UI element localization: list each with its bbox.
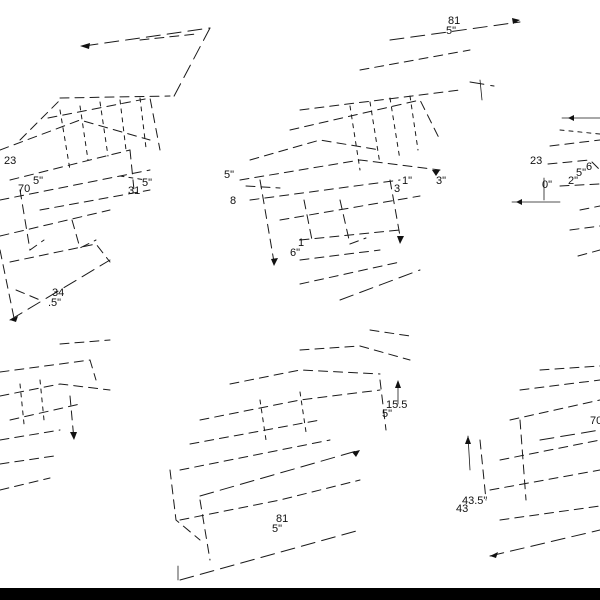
view-6-dimension-labels: 70 43.5" 43 <box>456 415 600 515</box>
view-1-label: 70 <box>18 183 30 195</box>
view-2-label: 3 <box>394 183 400 195</box>
view-3-dimension-labels: 23 2" 6 5" 0" <box>530 155 592 191</box>
view-2-label: 81 <box>448 15 460 27</box>
view-2-label: 5" <box>446 25 456 37</box>
bottom-border-band <box>0 588 600 600</box>
view-1-sofa-drawing <box>0 27 211 322</box>
view-3-label: 23 <box>530 155 542 167</box>
view-5-label: 15.5 <box>386 399 407 411</box>
view-1-label: 5" <box>142 177 152 189</box>
view-1-label: .5" <box>48 297 61 309</box>
view-5-label: 5" <box>272 523 282 535</box>
view-3-label: 5" <box>576 167 586 179</box>
view-1-label: 23 <box>4 155 16 167</box>
view-6-label: 70 <box>590 415 600 427</box>
view-6-sofa-drawing <box>465 365 600 558</box>
view-2-label: 1" <box>402 175 412 187</box>
view-2-label: 6" <box>290 247 300 259</box>
view-3-sofa-drawing <box>511 115 600 257</box>
view-5-label: 5" <box>382 408 392 420</box>
view-5-label: 81 <box>276 513 288 525</box>
view-3-label: 0" <box>542 179 552 191</box>
view-1-label: 34 <box>52 287 64 299</box>
view-3-label: 6 <box>586 161 592 173</box>
view-2-label: 8 <box>230 195 236 207</box>
view-5-sofa-drawing <box>169 329 411 581</box>
view-2-label: 5" <box>224 169 234 181</box>
view-2-sofa-drawing <box>239 18 521 301</box>
view-6-label: 43.5" <box>462 495 487 507</box>
view-2-label: 1 <box>298 237 304 249</box>
view-3-label: 2" <box>568 175 578 187</box>
view-1-dimension-labels: 5" 70 31 5" 34 .5" 23 <box>4 155 152 309</box>
view-2-label: 3" <box>436 175 446 187</box>
view-2-dimension-labels: 81 5" 5" 8 6" 1 1" 3 3" <box>224 15 460 259</box>
view-6-label: 43 <box>456 503 468 515</box>
view-1-label: 31 <box>128 185 140 197</box>
view-4-sofa-drawing <box>0 339 111 491</box>
view-5-dimension-labels: 15.5 5" 81 5" <box>272 399 407 535</box>
view-1-label: 5" <box>33 175 43 187</box>
